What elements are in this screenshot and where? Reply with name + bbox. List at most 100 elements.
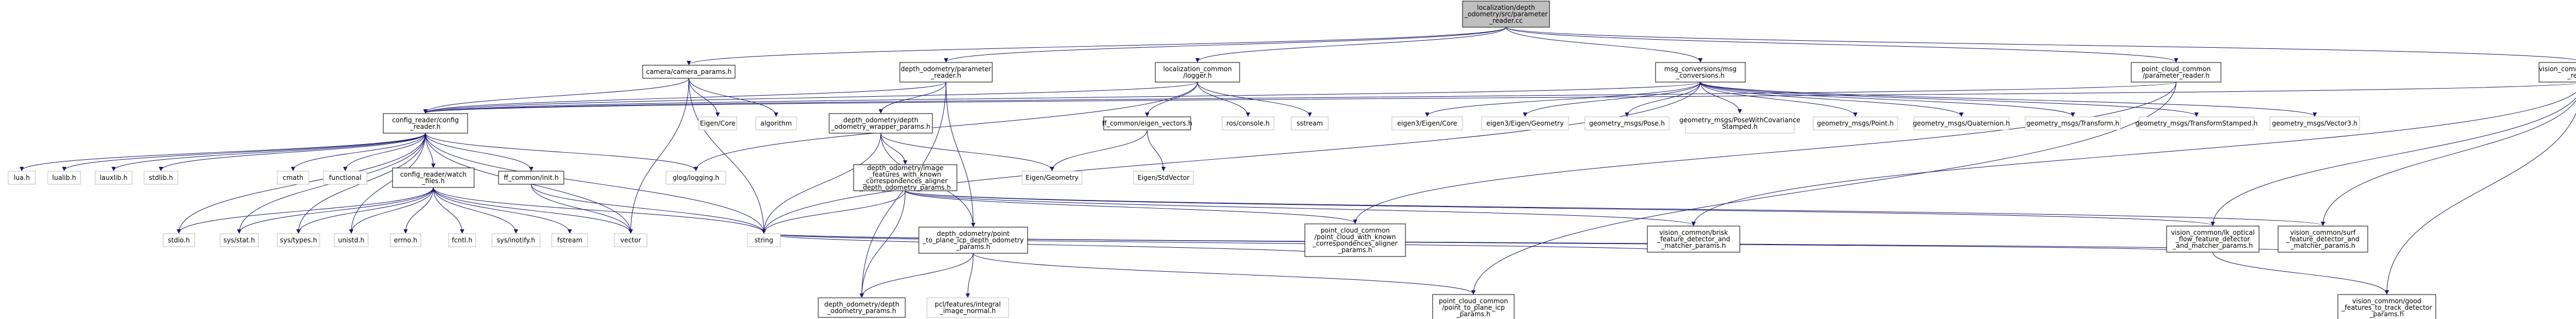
node-box — [491, 233, 540, 247]
edge-config_reader-to-ff_init — [425, 133, 533, 171]
node-vc-param-reader[interactable]: vision_common/parameter_reader.h — [2538, 62, 2576, 83]
node-ff-eigen-vectors[interactable]: ff_common/eigen_vectors.h — [1102, 116, 1192, 130]
node-depth-param-reader[interactable]: depth_odometry/parameter_reader.h — [899, 62, 993, 83]
node-label-line: _feature_detector_and — [2286, 235, 2360, 243]
node-box — [390, 233, 421, 247]
edge-vc_param_reader-to-config_reader — [424, 83, 2576, 114]
node-box — [698, 116, 737, 130]
edge-root-to-vc_param_reader — [1505, 27, 2576, 60]
node-box — [2278, 226, 2368, 253]
node-label-line: _params.h — [2369, 310, 2404, 318]
node-label-line: _matcher_params.h — [2290, 242, 2355, 249]
node-box — [1291, 116, 1329, 130]
node-point-to-plane-icp-depth[interactable]: depth_odometry/point_to_plane_icp_depth_… — [918, 227, 1028, 254]
node-box — [755, 116, 797, 130]
edge-point_to_plane_icp_depth-to-pcl_integral — [966, 253, 974, 298]
node-pcc-known-corr[interactable]: point_cloud_common/point_cloud_with_know… — [1304, 223, 1406, 257]
node-box — [220, 233, 259, 247]
dependency-nodes: localization/depth_odometry/src/paramete… — [8, 1, 2576, 319]
node-box — [747, 233, 781, 247]
node-eigen-stdvector: Eigen/StdVector — [1133, 171, 1194, 185]
node-label-line: sys/inotify.h — [497, 236, 536, 244]
node-label-line: depth_odometry/parameter — [901, 65, 992, 73]
edge-root-to-msg_conv — [1505, 27, 1703, 62]
node-box — [1813, 116, 1898, 130]
edge-config_reader-to-unistd — [349, 133, 426, 234]
node-label-line: geometry_msgs/Point.h — [1817, 120, 1894, 127]
node-box — [1647, 226, 1740, 253]
node-label-line: localization_common — [1163, 65, 1231, 73]
node-label-line: eigen3/Eigen/Core — [1397, 120, 1457, 127]
edge-root-to-depth_param_reader — [944, 27, 1507, 62]
edge-config_reader-to-lualib — [62, 133, 426, 171]
node-sstream: sstream — [1291, 116, 1329, 130]
edge-image_features-to-vc_lk_optical — [905, 190, 2215, 226]
node-label-line: Stamped.h — [1722, 123, 1757, 130]
node-label-line: localization/depth — [1477, 4, 1535, 11]
edge-vc_param_reader-to-vc_lk_optical — [2211, 97, 2576, 226]
node-sys-inotify: sys/inotify.h — [491, 233, 540, 247]
node-gm-vector3: geometry_msgs/Vector3.h — [2269, 116, 2360, 130]
node-label-line: _conversions.h — [1676, 72, 1725, 79]
node-loc-logger[interactable]: localization_common/logger.h — [1155, 62, 1240, 83]
node-root[interactable]: localization/depth_odometry/src/paramete… — [1462, 1, 1550, 28]
node-glog: glog/logging.h — [665, 171, 726, 185]
edge-root-to-pcc_param_reader — [1505, 27, 2179, 62]
edge-vc_param_reader-to-vc_good_features — [2385, 112, 2576, 295]
node-vc-lk-optical[interactable]: vision_common/lk_optical_flow_feature_de… — [2166, 226, 2260, 253]
node-label-line: lualib.h — [52, 174, 76, 182]
node-label-line: fcntl.h — [452, 236, 472, 244]
node-functional: functional — [323, 171, 368, 185]
node-box — [2139, 116, 2254, 130]
node-image-features[interactable]: depth_odometry/image_features_with_known… — [853, 164, 957, 191]
node-depth-wrapper-params[interactable]: depth_odometry/depth_odometry_wrapper_pa… — [829, 113, 933, 134]
node-label-line: depth_odometry/depth — [843, 116, 918, 124]
node-depth-odometry-params[interactable]: depth_odometry/depth_odometry_params.h — [818, 297, 906, 318]
node-pcc-point-to-plane[interactable]: point_cloud_common/point_to_plane_icp_pa… — [1432, 294, 1515, 319]
node-box — [277, 171, 309, 185]
node-label-line: /parameter_reader.h — [2143, 72, 2210, 79]
edge-ff_eigen_vectors-to-eigen_geometry_a — [1050, 129, 1148, 171]
edge-msg_conv-to-string — [762, 82, 1701, 234]
node-label-line: _odometry_wrapper_params.h — [831, 123, 930, 130]
node-msg-conv[interactable]: msg_conversions/msg_conversions.h — [1655, 62, 1746, 83]
node-lauxlib: lauxlib.h — [95, 171, 133, 185]
node-label-line: _params.h — [956, 243, 991, 251]
node-vc-surf[interactable]: vision_common/surf_feature_detector_and_… — [2278, 226, 2368, 253]
node-sys-stat: sys/stat.h — [220, 233, 259, 247]
node-label-line: point_cloud_common — [1439, 297, 1508, 305]
node-box — [8, 171, 36, 185]
node-label-line: _odometry_params.h — [827, 307, 897, 315]
node-box — [2166, 226, 2260, 253]
node-pcc-param-reader[interactable]: point_cloud_common/parameter_reader.h — [2131, 62, 2222, 83]
edge-msg_conv-to-gm_transform — [1700, 82, 2075, 117]
node-label-line: geometry_msgs/Pose.h — [1589, 120, 1665, 127]
edge-msg_conv-to-gm_pose — [1625, 82, 1701, 117]
node-label-line: depth_odometry/point — [937, 230, 1010, 237]
node-box — [1022, 171, 1082, 185]
node-vc-good-features[interactable]: vision_common/good_features_to_track_det… — [2337, 294, 2436, 319]
node-box — [2538, 62, 2576, 83]
node-label-line: Eigen/Core — [700, 120, 735, 127]
edge-root-to-loc_logger — [1195, 27, 1507, 62]
node-ff-init[interactable]: ff_common/init.h — [498, 171, 564, 185]
node-ros-console: ros/console.h — [1222, 116, 1274, 130]
node-label-line: _to_plane_icp_depth_odometry — [922, 236, 1024, 244]
node-label-line: stdio.h — [168, 236, 190, 244]
edge-watch_files-to-fstream — [433, 187, 572, 234]
node-box — [2131, 62, 2222, 83]
node-label-line: _reader.h — [930, 72, 961, 79]
node-gm-pose-cov: geometry_msgs/PoseWithCovarianceStamped.… — [1679, 113, 1800, 134]
node-config-reader[interactable]: config_reader/config_reader.h — [383, 113, 468, 134]
node-watch-files[interactable]: config_reader/watch_files.h — [392, 167, 475, 188]
node-gm-point: geometry_msgs/Point.h — [1813, 116, 1898, 130]
node-box — [918, 227, 1028, 254]
edge-ff_eigen_vectors-to-eigen_stdvector — [1147, 129, 1166, 171]
node-vc-brisk[interactable]: vision_common/brisk_feature_detector_and… — [1647, 226, 1740, 253]
node-camera-params[interactable]: camera/camera_params.h — [642, 65, 736, 79]
node-label-line: ff_common/eigen_vectors.h — [1102, 120, 1192, 127]
node-label-line: _files.h — [421, 177, 445, 185]
node-box — [1155, 62, 1240, 83]
node-label-line: unistd.h — [338, 236, 365, 244]
